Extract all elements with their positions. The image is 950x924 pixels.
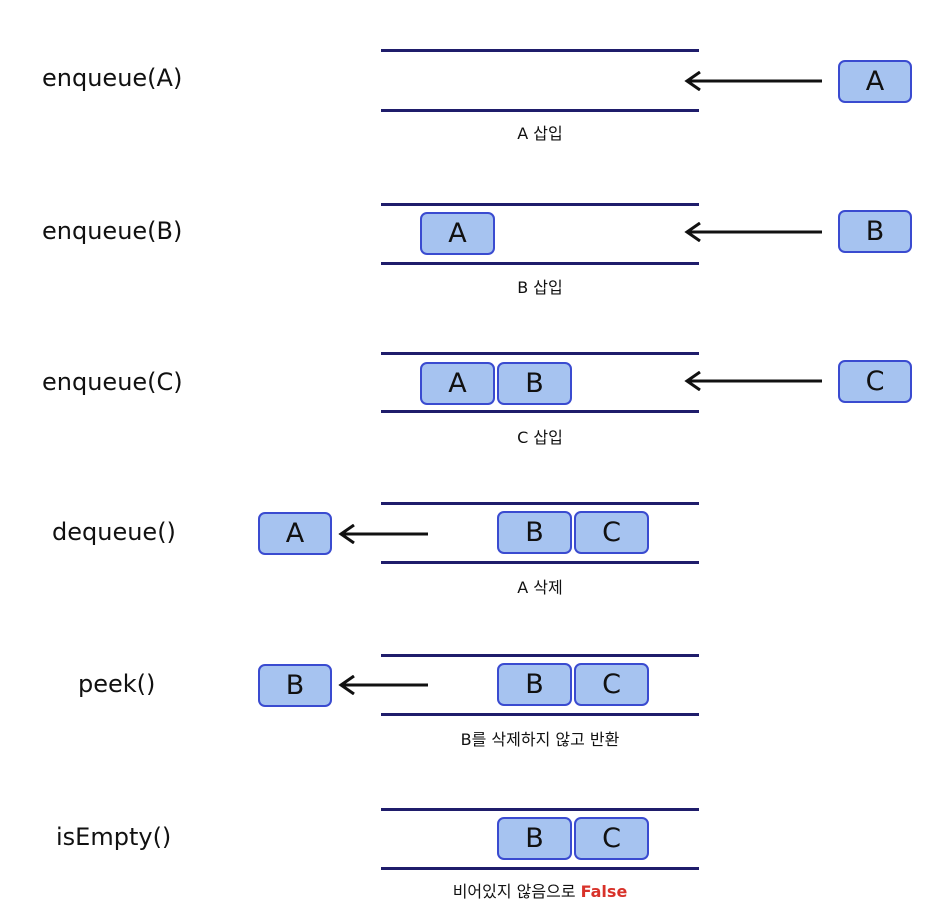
queue-bottom-rail bbox=[381, 262, 699, 265]
queue-top-rail bbox=[381, 49, 699, 52]
step-caption: A 삭제 bbox=[517, 578, 563, 597]
operation-label-enqueue-c: enqueue(C) bbox=[42, 368, 183, 396]
queue-bottom-rail bbox=[381, 410, 699, 413]
queue-top-rail bbox=[381, 203, 699, 206]
queue-element-b: B bbox=[497, 663, 572, 706]
operation-label-dequeue: dequeue() bbox=[52, 518, 176, 546]
step-caption: 비어있지 않음으로 False bbox=[381, 884, 699, 900]
queue-element-b: B bbox=[497, 511, 572, 554]
queue-bottom-rail bbox=[381, 109, 699, 112]
queue-top-rail bbox=[381, 352, 699, 355]
queue-bottom-rail bbox=[381, 867, 699, 870]
outgoing-element-a: A bbox=[258, 512, 332, 555]
queue-bottom-rail bbox=[381, 713, 699, 716]
queue-element-c: C bbox=[574, 511, 649, 554]
operation-label-isempty: isEmpty() bbox=[56, 823, 172, 851]
queue-element-b: B bbox=[497, 817, 572, 860]
queue-element-a: A bbox=[420, 212, 495, 255]
queue-element-c: C bbox=[574, 817, 649, 860]
incoming-element-a: A bbox=[838, 60, 912, 103]
operation-label-peek: peek() bbox=[78, 670, 156, 698]
step-caption-text: 비어있지 않음으로 bbox=[452, 882, 576, 901]
left-arrow-icon bbox=[684, 371, 822, 391]
left-arrow-icon bbox=[684, 222, 822, 242]
queue-element-c: C bbox=[574, 663, 649, 706]
queue-top-rail bbox=[381, 808, 699, 811]
queue-element-b: B bbox=[497, 362, 572, 405]
queue-top-rail bbox=[381, 502, 699, 505]
queue-element-a: A bbox=[420, 362, 495, 405]
step-caption: B를 삭제하지 않고 반환 bbox=[460, 730, 620, 749]
operation-label-enqueue-b: enqueue(B) bbox=[42, 217, 183, 245]
incoming-element-c: C bbox=[838, 360, 912, 403]
result-false-highlight: False bbox=[580, 882, 628, 901]
incoming-element-b: B bbox=[838, 210, 912, 253]
step-caption: C 삽입 bbox=[517, 428, 563, 447]
step-caption: B 삽입 bbox=[517, 278, 563, 297]
left-arrow-icon bbox=[338, 675, 428, 695]
queue-bottom-rail bbox=[381, 561, 699, 564]
outgoing-element-b: B bbox=[258, 664, 332, 707]
queue-top-rail bbox=[381, 654, 699, 657]
left-arrow-icon bbox=[684, 71, 822, 91]
step-caption: A 삽입 bbox=[517, 124, 563, 143]
left-arrow-icon bbox=[338, 524, 428, 544]
operation-label-enqueue-a: enqueue(A) bbox=[42, 64, 183, 92]
